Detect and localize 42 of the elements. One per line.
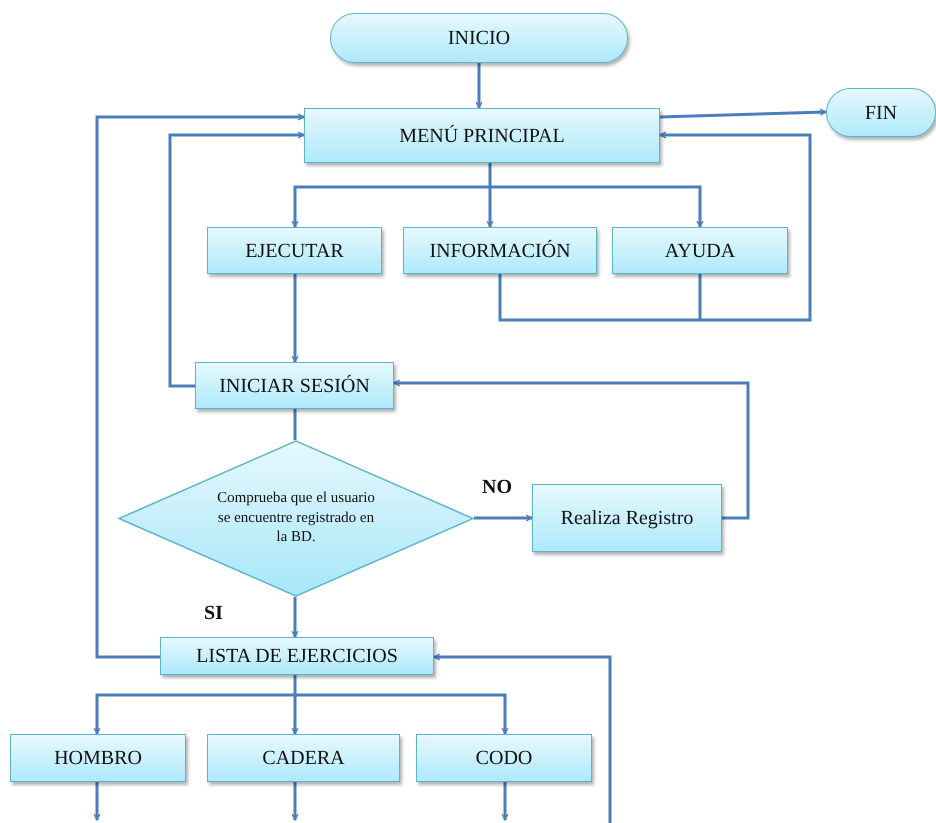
arrow xyxy=(168,131,305,388)
box-label: AYUDA xyxy=(664,238,736,264)
connector-line xyxy=(294,409,296,440)
arrow xyxy=(660,108,827,118)
arrow xyxy=(659,131,812,322)
arrow xyxy=(291,274,299,363)
process-box xyxy=(612,227,788,274)
arrow xyxy=(291,782,299,821)
box-label: INICIO xyxy=(448,26,510,51)
process-box xyxy=(195,362,394,409)
box-label: INFORMACIÓN xyxy=(429,238,571,264)
arrow xyxy=(474,514,533,522)
box-label: MENÚ PRINCIPAL xyxy=(399,124,565,148)
process-box xyxy=(403,227,597,274)
arrow xyxy=(393,379,750,520)
box-label: Realiza Registro xyxy=(560,506,694,531)
arrow xyxy=(294,675,509,735)
process-box xyxy=(10,734,186,782)
box-label: INICIAR SESIÓN xyxy=(219,374,370,398)
box-label: FIN xyxy=(864,100,898,126)
arrow xyxy=(433,653,612,823)
arrow xyxy=(291,597,299,638)
box-label: CADERA xyxy=(262,746,345,771)
process-box xyxy=(304,108,660,163)
process-box xyxy=(207,734,400,782)
process-box xyxy=(532,484,722,552)
arrow xyxy=(93,782,101,821)
terminal-pill xyxy=(330,13,628,63)
arrow xyxy=(475,63,483,109)
arrow xyxy=(488,163,704,228)
box-label: HOMBRO xyxy=(54,746,142,771)
process-box xyxy=(160,637,434,675)
arrow xyxy=(501,782,509,821)
box-label: Comprueba que el usuario se encuentre registrado en la BD. xyxy=(216,489,376,548)
box-label: LISTA DE EJERCICIOS xyxy=(196,644,398,669)
box-label: EJECUTAR xyxy=(245,238,344,264)
decision-diamond xyxy=(118,440,474,597)
arrow xyxy=(96,113,305,658)
box-label: CODO xyxy=(476,746,532,771)
process-box xyxy=(207,227,382,274)
terminal-pill xyxy=(826,88,936,137)
process-box xyxy=(416,734,592,782)
